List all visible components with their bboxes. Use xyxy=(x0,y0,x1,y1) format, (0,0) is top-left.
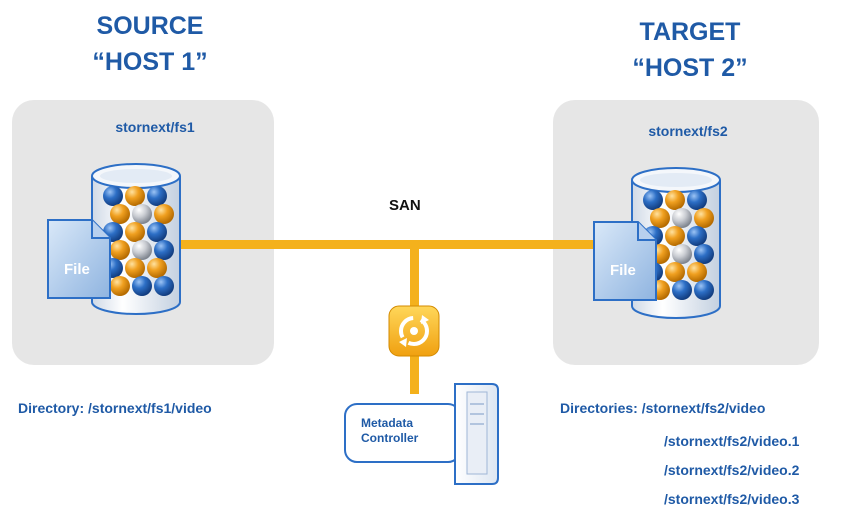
source-filesystem-label: stornext/fs1 xyxy=(115,119,195,135)
san-label: SAN xyxy=(389,197,421,214)
source-sphere-stack xyxy=(103,186,174,296)
sphere xyxy=(643,190,663,210)
sphere xyxy=(132,276,152,296)
sphere xyxy=(665,262,685,282)
sphere xyxy=(147,222,167,242)
server-tower-icon xyxy=(344,383,499,485)
target-file-icon xyxy=(593,221,657,301)
source-role-label: SOURCE xyxy=(96,12,204,40)
sphere xyxy=(665,226,685,246)
sphere xyxy=(672,280,692,300)
sphere xyxy=(687,190,707,210)
target-filesystem-label: stornext/fs2 xyxy=(648,123,728,139)
sphere xyxy=(687,226,707,246)
sphere xyxy=(110,276,130,296)
sphere xyxy=(110,240,130,260)
target-directory-item: /stornext/fs2/video.2 xyxy=(664,462,800,478)
sphere xyxy=(154,240,174,260)
target-file-label: File xyxy=(610,262,636,279)
sphere xyxy=(694,244,714,264)
target-directory-item: /stornext/fs2/video.3 xyxy=(664,491,800,507)
sphere xyxy=(665,190,685,210)
target-directory-item: /stornext/fs2/video.1 xyxy=(664,433,800,449)
sphere xyxy=(103,186,123,206)
controller-label-line-1: Metadata xyxy=(361,416,414,430)
sync-arrows-icon xyxy=(388,305,440,357)
sphere xyxy=(125,258,145,278)
sphere xyxy=(132,240,152,260)
sphere xyxy=(125,186,145,206)
sphere xyxy=(132,204,152,224)
source-directory-text: Directory: /stornext/fs1/video xyxy=(18,400,212,416)
source-file-icon xyxy=(47,219,111,299)
sphere xyxy=(672,244,692,264)
source-host-label: “HOST 1” xyxy=(92,48,208,76)
controller-label-line-2: Controller xyxy=(361,431,419,445)
target-title: TARGET “HOST 2” xyxy=(560,14,820,86)
sphere xyxy=(147,258,167,278)
sphere xyxy=(687,262,707,282)
source-file-label: File xyxy=(64,261,90,278)
sphere xyxy=(154,204,174,224)
metadata-controller-label: Metadata Controller xyxy=(361,416,418,446)
sphere xyxy=(110,204,130,224)
target-role-label: TARGET xyxy=(639,18,741,46)
target-directories-text: Directories: /stornext/fs2/video xyxy=(560,400,766,416)
sphere xyxy=(125,222,145,242)
sphere xyxy=(672,208,692,228)
source-title: SOURCE “HOST 1” xyxy=(20,8,280,80)
sphere xyxy=(154,276,174,296)
sphere xyxy=(694,280,714,300)
sphere xyxy=(694,208,714,228)
target-host-label: “HOST 2” xyxy=(632,54,748,82)
sphere xyxy=(650,208,670,228)
sphere xyxy=(147,186,167,206)
